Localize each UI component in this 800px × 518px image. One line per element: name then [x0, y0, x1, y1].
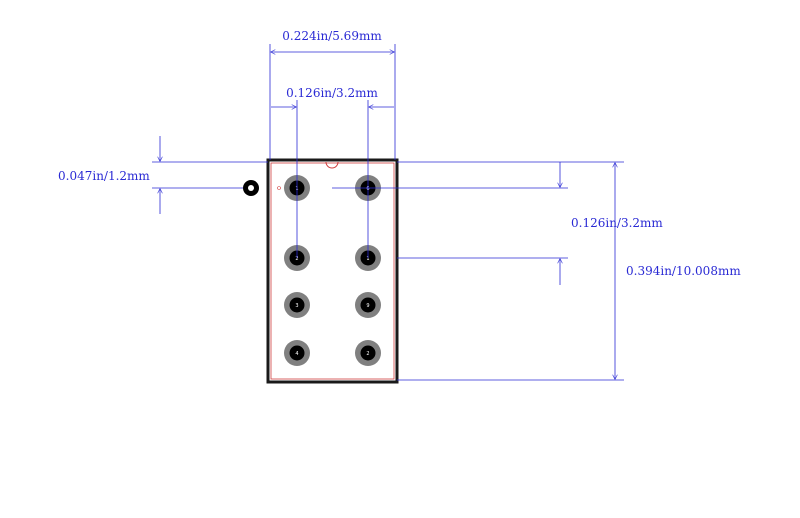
body-inner-outline	[270, 162, 395, 380]
pad-hole	[289, 297, 305, 313]
pad-8: 2	[355, 340, 381, 366]
body-outline	[266, 158, 399, 384]
dimension-overall-width: 0.224in/5.69mm	[269, 29, 396, 160]
pin1-marker	[243, 180, 281, 196]
pad-5: 3	[284, 292, 310, 318]
pin-axis-lines	[296, 188, 369, 258]
pad-7: 4	[284, 340, 310, 366]
pin1-offset-label: 0.047in/1.2mm	[58, 169, 150, 183]
pad-grid: 16213942	[284, 175, 381, 366]
pad-label: 4	[295, 351, 298, 357]
pad-label: 1	[366, 256, 369, 262]
pad-hole	[360, 345, 376, 361]
dimension-overall-height: 0.394in/10.008mm	[397, 161, 741, 381]
pin1-notch	[325, 161, 339, 169]
pad-label: 9	[366, 303, 369, 309]
pad-label: 2	[366, 351, 369, 357]
pad-hole	[360, 297, 376, 313]
pad-label: 2	[295, 256, 298, 262]
pad-label: 3	[295, 303, 298, 309]
dimension-row-pitch: 0.126in/3.2mm	[332, 162, 663, 285]
pad-hole	[289, 345, 305, 361]
column-pitch-label: 0.126in/3.2mm	[286, 86, 378, 100]
overall-height-label: 0.394in/10.008mm	[626, 264, 741, 278]
pad-6: 9	[355, 292, 381, 318]
dimension-column-pitch: 0.126in/3.2mm	[271, 86, 394, 188]
component-body	[266, 158, 399, 384]
overall-width-label: 0.224in/5.69mm	[282, 29, 382, 43]
row-pitch-label: 0.126in/3.2mm	[571, 216, 663, 230]
dimension-pin1-offset: 0.047in/1.2mm	[58, 136, 268, 214]
